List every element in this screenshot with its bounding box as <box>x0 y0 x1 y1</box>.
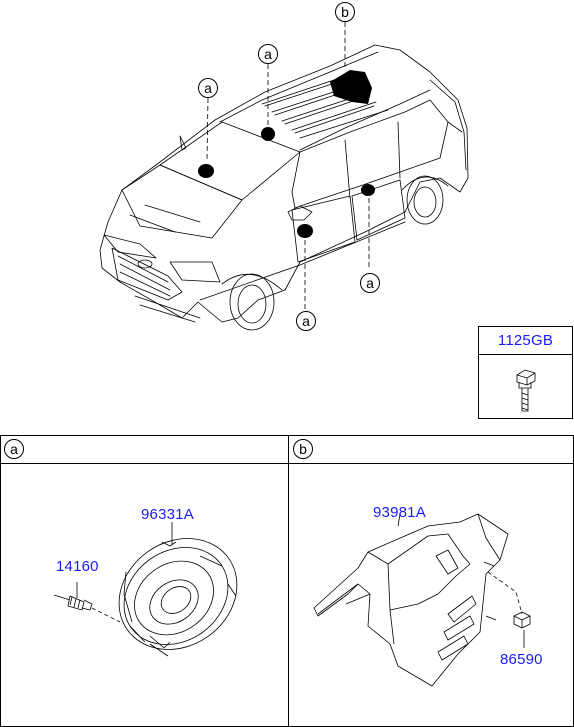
part-number-86590[interactable]: 86590 <box>500 651 543 668</box>
callout-a-roof: a <box>258 44 278 64</box>
callout-a-rear-door: a <box>360 273 380 293</box>
part-number-1125GB[interactable]: 1125GB <box>497 332 554 349</box>
callout-a-dash: a <box>198 78 218 98</box>
speaker-location-roof <box>261 127 275 141</box>
legend-box: 1125GB <box>478 326 573 419</box>
speaker-icon <box>118 538 238 657</box>
rear-wheel <box>406 175 444 225</box>
side-windows <box>291 99 449 209</box>
panel-b-label: b <box>293 439 313 459</box>
roof-rail-right <box>299 89 431 151</box>
vehicle-illustration <box>99 22 469 331</box>
headlight-right <box>169 261 221 283</box>
part-number-96331A[interactable]: 96331A <box>141 506 194 523</box>
nut-icon <box>513 611 531 629</box>
panel-b-illustration <box>313 513 531 687</box>
speaker-location-front-door <box>297 224 313 238</box>
roof-rail-left <box>219 51 379 123</box>
headlight-left <box>103 234 157 259</box>
car-body-outline <box>99 44 469 323</box>
front-door <box>291 195 356 263</box>
callout-a-front-door: a <box>296 311 316 331</box>
roof-bracket-location <box>330 70 372 104</box>
screw-icon <box>53 594 93 611</box>
speaker-location-rear-door <box>361 184 375 196</box>
hood <box>121 164 243 239</box>
speaker-location-dash <box>198 164 214 178</box>
rear-door <box>351 179 406 241</box>
panel-a-illustration <box>53 522 238 657</box>
bracket-icon <box>313 513 509 687</box>
front-wheel <box>229 273 275 331</box>
panel-divider <box>288 436 289 726</box>
bolt-icon <box>516 369 536 412</box>
part-number-93981A[interactable]: 93981A <box>373 504 426 521</box>
callout-b-roof: b <box>335 2 355 22</box>
legend-header: 1125GB <box>479 327 572 355</box>
panel-a-header <box>1 436 289 464</box>
part-number-14160[interactable]: 14160 <box>56 558 99 575</box>
panel-b-header <box>289 436 573 464</box>
side-mirror <box>287 205 313 221</box>
panel-a-label: a <box>4 439 24 459</box>
grille <box>111 247 183 301</box>
windshield <box>159 121 301 201</box>
